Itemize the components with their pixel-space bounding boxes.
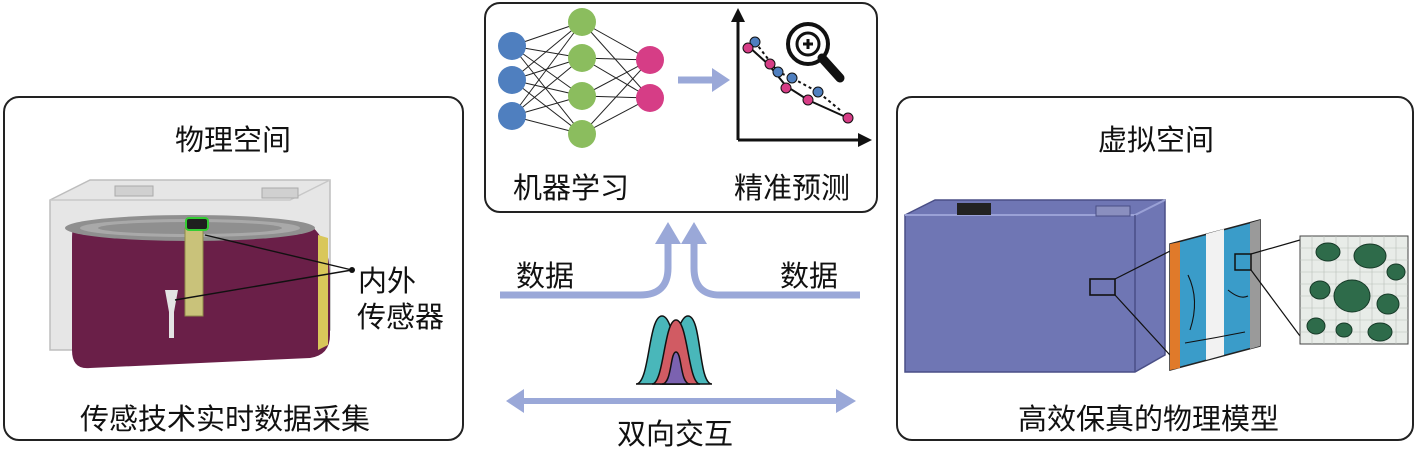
machine-learning-label: 机器学习 (513, 171, 630, 205)
virtual-battery-model (904, 199, 1409, 373)
physical-space-caption: 传感技术实时数据采集 (80, 402, 371, 436)
data-flow-arrows (500, 240, 860, 299)
physical-battery-cell (49, 179, 355, 369)
virtual-space-caption: 高效保真的物理模型 (1018, 402, 1280, 436)
physical-space-title: 物理空间 (175, 123, 292, 157)
virtual-space-title: 虚拟空间 (1098, 123, 1215, 157)
bidirectional-interaction-label: 双向交互 (617, 417, 734, 451)
sensor-label-line1: 内外 (358, 264, 417, 298)
data-label-right: 数据 (780, 259, 839, 293)
sensor-label-line2: 传感器 (357, 300, 445, 334)
bidirectional-arrow (506, 389, 856, 413)
neural-network (498, 8, 664, 148)
precise-prediction-label: 精准预测 (734, 171, 851, 205)
distribution-curves-icon (635, 315, 713, 385)
data-label-left: 数据 (516, 259, 575, 293)
prediction-plot (731, 8, 872, 147)
magnifier-icon (786, 22, 845, 83)
